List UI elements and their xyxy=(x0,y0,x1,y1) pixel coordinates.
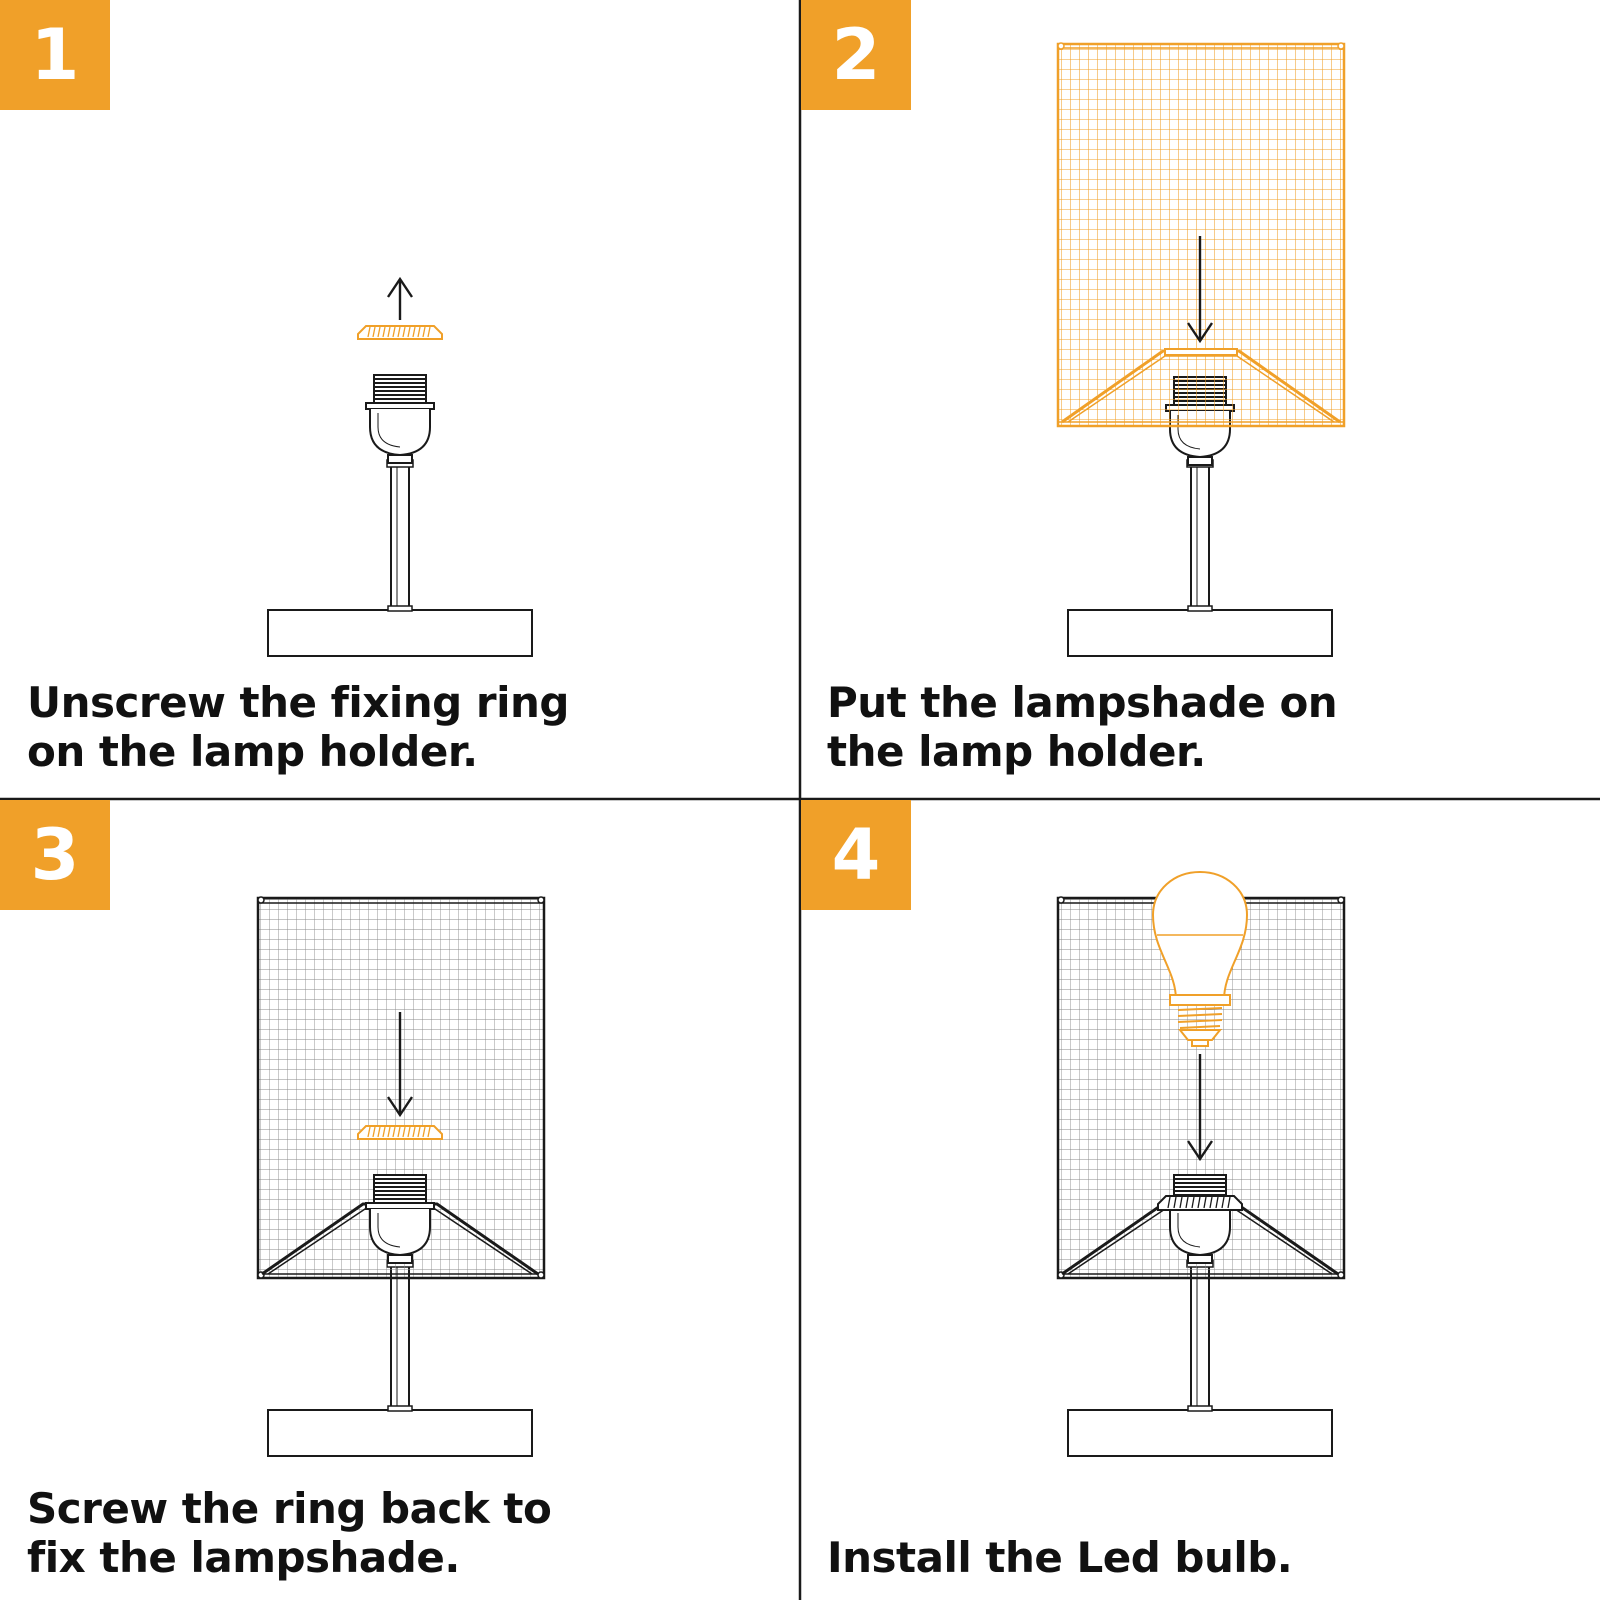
step-3-caption-line-2: fix the lampshade. xyxy=(27,1533,460,1582)
up-arrow-icon xyxy=(386,277,414,320)
step-3-caption: Screw the ring back to fix the lampshade… xyxy=(27,1484,647,1582)
lamp-base xyxy=(267,1259,533,1457)
panel-4-illustration xyxy=(1056,870,1346,1457)
step-2-caption-line-1: Put the lampshade on xyxy=(827,678,1338,727)
led-bulb-icon xyxy=(1151,870,1249,1047)
step-3-badge: 3 xyxy=(0,800,110,910)
lamp-base xyxy=(1067,1259,1333,1457)
fixing-ring-installed xyxy=(1157,1195,1243,1211)
step-4-badge: 4 xyxy=(801,800,911,910)
fixing-ring-icon xyxy=(357,325,443,340)
step-1-caption: Unscrew the fixing ring on the lamp hold… xyxy=(27,678,647,776)
lamp-base xyxy=(1067,459,1333,657)
step-3-caption-line-1: Screw the ring back to xyxy=(27,1484,552,1533)
down-arrow-icon xyxy=(386,1012,414,1117)
down-arrow-icon xyxy=(1186,236,1214,343)
step-4-caption-line-1 xyxy=(827,1484,1447,1533)
step-1-caption-line-1: Unscrew the fixing ring xyxy=(27,678,569,727)
step-2-caption: Put the lampshade on the lamp holder. xyxy=(827,678,1447,776)
fixing-ring-icon xyxy=(357,1125,443,1140)
step-4-caption-line-2: Install the Led bulb. xyxy=(827,1533,1293,1582)
panel-3-illustration xyxy=(256,896,546,1457)
step-4-caption: Install the Led bulb. xyxy=(827,1484,1447,1582)
step-2-caption-line-2: the lamp holder. xyxy=(827,727,1206,776)
lamp-base xyxy=(267,459,533,657)
step-1-badge: 1 xyxy=(0,0,110,110)
step-1-caption-line-2: on the lamp holder. xyxy=(27,727,478,776)
lamp-holder-icon xyxy=(365,374,435,464)
panel-2-illustration xyxy=(1056,42,1346,657)
lampshade-icon xyxy=(1056,42,1346,428)
step-2-badge: 2 xyxy=(801,0,911,110)
down-arrow-icon xyxy=(1186,1054,1214,1161)
panel-1-illustration xyxy=(267,277,533,657)
